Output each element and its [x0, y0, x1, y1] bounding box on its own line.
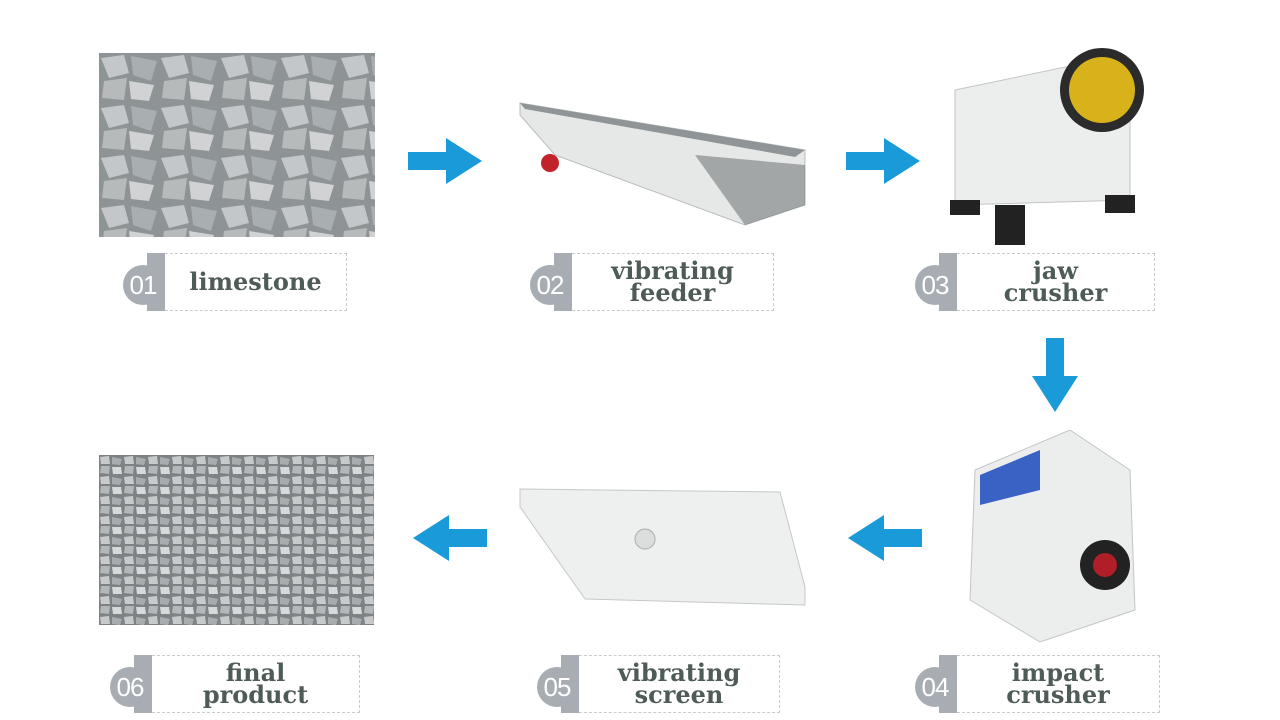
step-number: 02 [530, 265, 570, 305]
arrow-right-icon [846, 138, 920, 184]
step-label-1: 01 limestone [123, 253, 347, 311]
step-number: 05 [537, 667, 577, 707]
step-title: limestone [189, 267, 322, 296]
impact-crusher-image [969, 430, 1136, 643]
step-title-line1: vibrating [611, 256, 734, 285]
arrow-down-icon [1032, 338, 1078, 412]
final-product-image [99, 455, 374, 625]
step-title-line2: screen [634, 680, 724, 709]
limestone-image [99, 53, 375, 237]
step-title-line1: final [225, 658, 286, 687]
step-number: 03 [915, 265, 955, 305]
vibrating-feeder-image [519, 102, 806, 226]
step-title-line1: impact [1011, 658, 1105, 687]
step-title-line2: feeder [629, 278, 716, 307]
jaw-crusher-image [950, 48, 1144, 245]
step-title-line2: product [202, 680, 309, 709]
step-title-line1: jaw [1033, 256, 1078, 285]
step-number: 01 [123, 265, 163, 305]
step-title-line2: crusher [1006, 680, 1110, 709]
vibrating-screen-image [519, 488, 806, 606]
arrow-left-icon [413, 515, 487, 561]
step-number: 06 [110, 667, 150, 707]
step-title-line1: vibrating [617, 658, 741, 687]
arrow-left-icon [848, 515, 922, 561]
arrow-right-icon [408, 138, 482, 184]
step-number: 04 [915, 667, 955, 707]
step-title-line2: crusher [1003, 278, 1108, 307]
